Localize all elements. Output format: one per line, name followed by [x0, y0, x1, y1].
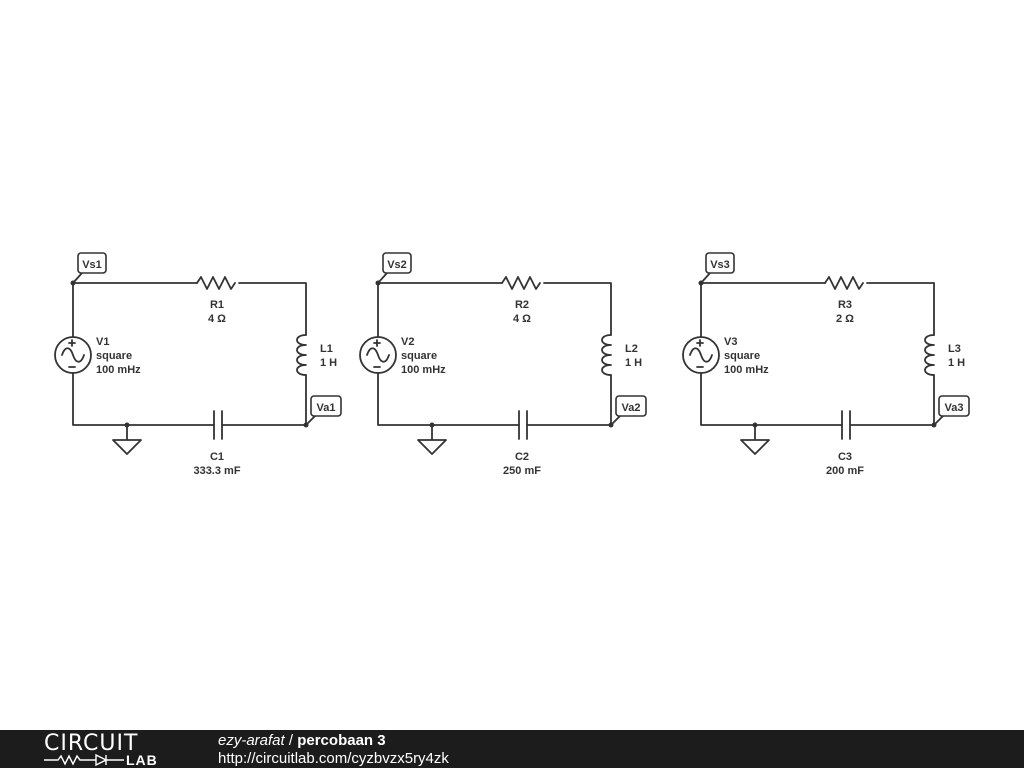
circuit-url[interactable]: http://circuitlab.com/cyzbvzx5ry4zk [218, 750, 449, 767]
schematic-canvas: Vs1 Va1 R1 4 Ω L1 1 H C1 333.3 mF V1 squ… [54, 252, 970, 477]
capacitor-name: C1 [210, 451, 224, 463]
svg-text:Vs1: Vs1 [82, 259, 102, 271]
footer-info: ezy-arafat / percobaan 3 http://circuitl… [218, 732, 449, 768]
resistor-value: 4 Ω [513, 313, 531, 325]
source-name: V2 [401, 336, 414, 348]
resistor-name: R3 [838, 299, 852, 311]
inductor-value: 1 H [320, 357, 337, 369]
resistor-r1-symbol [196, 276, 236, 290]
wire-top-right [866, 282, 935, 336]
voltage-source-v1 [54, 336, 92, 374]
resistor-r2-symbol [501, 276, 541, 290]
source-frequency: 100 mHz [401, 364, 446, 376]
inductor-name: L1 [320, 343, 333, 355]
node-label-va3[interactable]: Va3 [933, 395, 970, 426]
circuit-2: Vs2 Va2 R2 4 Ω L2 1 H C2 250 mF V2 squar… [359, 252, 647, 477]
circuit-1: Vs1 Va1 R1 4 Ω L1 1 H C1 333.3 mF V1 squ… [54, 252, 342, 477]
svg-text:Va1: Va1 [317, 402, 336, 414]
capacitor-c1-symbol [213, 410, 223, 440]
node-label-va1[interactable]: Va1 [305, 395, 342, 426]
source-frequency: 100 mHz [96, 364, 141, 376]
inductor-value: 1 H [625, 357, 642, 369]
svg-text:Va2: Va2 [622, 402, 641, 414]
logo-lab-text: LAB [126, 752, 158, 768]
author-link[interactable]: ezy-arafat [218, 732, 285, 749]
path-separator: / [284, 732, 298, 749]
wire-top-right [238, 282, 307, 336]
voltage-source-v3 [682, 336, 720, 374]
svg-text:Va3: Va3 [945, 402, 964, 414]
inductor-name: L2 [625, 343, 638, 355]
capacitor-value: 333.3 mF [193, 465, 240, 477]
wire-bottom-left [377, 372, 520, 426]
resistor-value: 2 Ω [836, 313, 854, 325]
source-type: square [401, 350, 437, 362]
node-label-va2[interactable]: Va2 [610, 395, 647, 426]
inductor-l2-symbol [601, 334, 612, 376]
resistor-name: R2 [515, 299, 529, 311]
wire-bottom-left [700, 372, 843, 426]
ground-symbol [417, 422, 447, 455]
capacitor-value: 200 mF [826, 465, 864, 477]
capacitor-c2-symbol [518, 410, 528, 440]
circuit-title[interactable]: percobaan 3 [297, 732, 386, 749]
svg-text:Vs3: Vs3 [710, 259, 730, 271]
inductor-l1-symbol [296, 334, 307, 376]
capacitor-name: C3 [838, 451, 852, 463]
wire-bottom-left [72, 372, 215, 426]
capacitor-name: C2 [515, 451, 529, 463]
footer-bar: CIRCUIT LAB ezy-arafat / percobaan 3 htt… [0, 730, 1024, 768]
ground-symbol [112, 422, 142, 455]
source-type: square [724, 350, 760, 362]
node-label-vs3[interactable]: Vs3 [700, 252, 735, 284]
inductor-name: L3 [948, 343, 961, 355]
source-frequency: 100 mHz [724, 364, 769, 376]
source-type: square [96, 350, 132, 362]
ground-symbol [740, 422, 770, 455]
circuitlab-logo[interactable]: CIRCUIT LAB [44, 731, 184, 768]
svg-text:Vs2: Vs2 [387, 259, 407, 271]
resistor-value: 4 Ω [208, 313, 226, 325]
source-name: V3 [724, 336, 737, 348]
source-name: V1 [96, 336, 109, 348]
circuit-3: Vs3 Va3 R3 2 Ω L3 1 H C3 200 mF V3 squar… [682, 252, 970, 477]
logo-wave-icon [44, 754, 124, 766]
resistor-r3-symbol [824, 276, 864, 290]
node-label-vs1[interactable]: Vs1 [72, 252, 107, 284]
inductor-value: 1 H [948, 357, 965, 369]
logo-circuit-text: CIRCUIT [44, 731, 139, 756]
voltage-source-v2 [359, 336, 397, 374]
node-label-vs2[interactable]: Vs2 [377, 252, 412, 284]
capacitor-value: 250 mF [503, 465, 541, 477]
capacitor-c3-symbol [841, 410, 851, 440]
wire-top-right [543, 282, 612, 336]
inductor-l3-symbol [924, 334, 935, 376]
resistor-name: R1 [210, 299, 224, 311]
